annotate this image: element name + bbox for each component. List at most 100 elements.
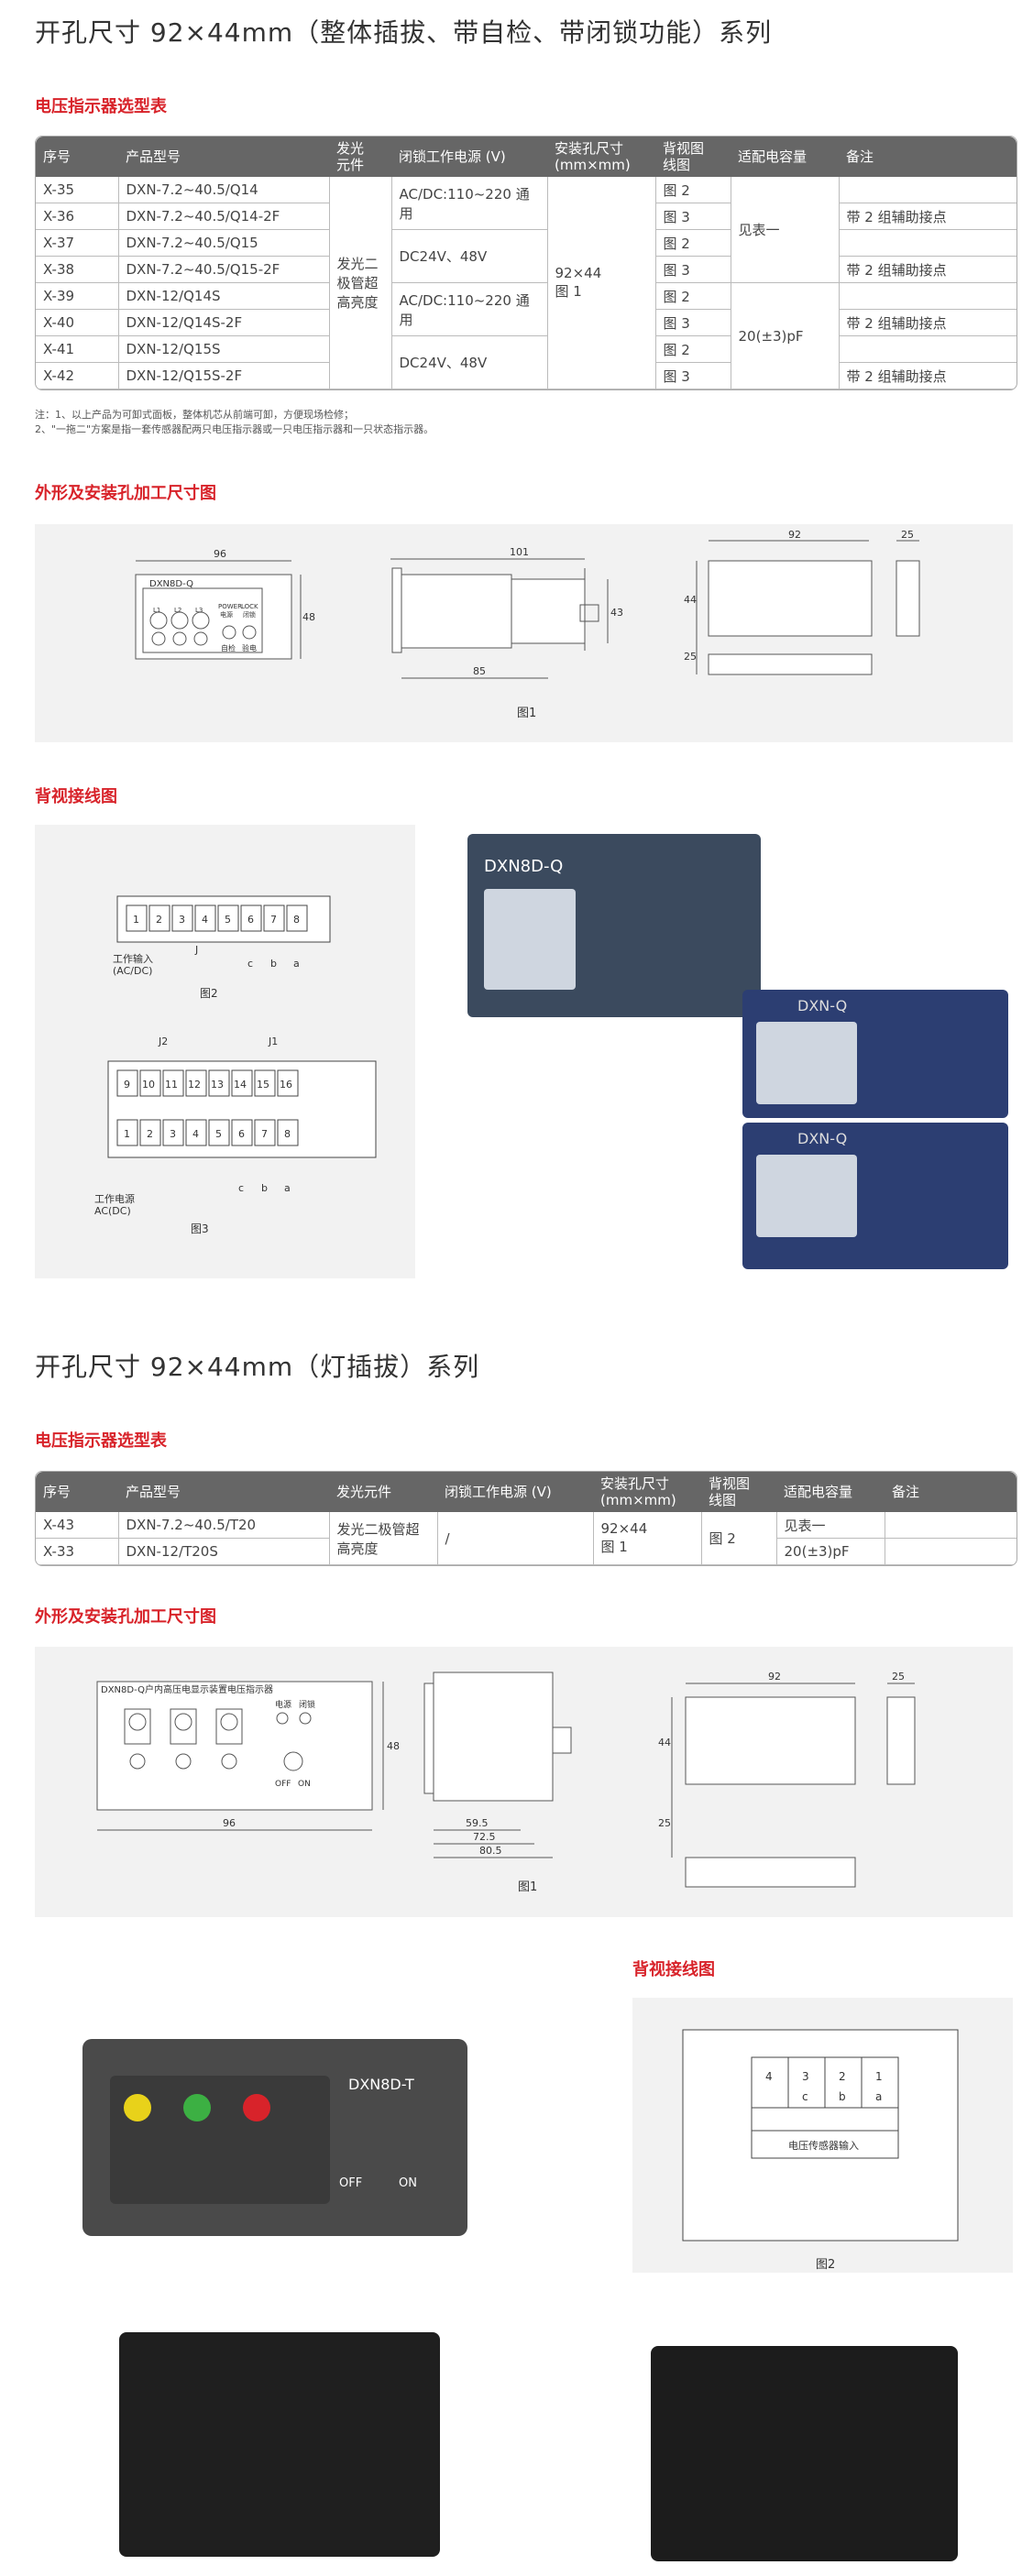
label-l2: L2 xyxy=(174,607,181,614)
svg-text:11: 11 xyxy=(165,1079,178,1091)
fig1-caption-2: 图1 xyxy=(518,1880,537,1894)
table1-header: 备注 xyxy=(839,137,1017,177)
power-ac: AC/DC:110~220 通用 xyxy=(390,282,547,336)
svg-text:2: 2 xyxy=(147,1128,153,1140)
row-wiring: 图 2 xyxy=(654,282,731,310)
capacity: 20(±3)pF xyxy=(730,282,839,389)
row-no: X-38 xyxy=(36,256,118,283)
power-dc: DC24V、48V xyxy=(390,335,547,389)
dim-48: 48 xyxy=(302,611,315,623)
capacity: 20(±3)pF xyxy=(775,1538,885,1565)
row-no: X-35 xyxy=(36,177,118,203)
label-l3: L3 xyxy=(195,607,203,614)
row-wiring: 图 3 xyxy=(654,362,731,389)
dimension-drawings-1: 96 48 DXN8D-Q POWER LOCK 电源 闭锁 自检 验电 L1 … xyxy=(135,529,920,720)
wiring: 图 2 xyxy=(700,1512,776,1565)
svg-text:1: 1 xyxy=(124,1128,130,1140)
svg-text:6: 6 xyxy=(238,1128,245,1140)
dim-25a: 25 xyxy=(901,529,914,541)
selection-table-2: 序号产品型号发光元件闭锁工作电源 (V)安装孔尺寸 (mm×mm)背视图 线图适… xyxy=(35,1471,1017,1566)
hole-size: 92×44 图 1 xyxy=(546,177,655,389)
dim2-44: 44 xyxy=(658,1737,671,1748)
table2-header: 产品型号 xyxy=(118,1472,329,1512)
svg-text:c: c xyxy=(802,2090,808,2103)
product-photo-dxn8d-q: DXN8D-Q xyxy=(467,834,761,1017)
table2-header: 序号 xyxy=(36,1472,118,1512)
section2-wiring-title: 背视接线图 xyxy=(632,1960,715,1979)
table1-header: 发光 元件 xyxy=(329,137,391,177)
fig1-caption: 图1 xyxy=(517,707,536,720)
hole-size: 92×44 图 1 xyxy=(592,1512,701,1565)
product-photo-back xyxy=(119,2332,440,2557)
dim-101: 101 xyxy=(510,546,529,558)
dimension-drawings-2: DXN8D-Q户内高压电显示装置电压指示器 电源 闭锁 OFF ON 48 96… xyxy=(96,1671,916,1894)
table2-header: 发光元件 xyxy=(329,1472,437,1512)
dim2-805: 80.5 xyxy=(479,1845,502,1857)
front-power: POWER xyxy=(218,603,242,610)
row-wiring: 图 3 xyxy=(654,256,731,283)
dim2-725: 72.5 xyxy=(473,1831,496,1843)
svg-text:12: 12 xyxy=(188,1079,201,1091)
product-photo-dxn-q-2: DXN-Q xyxy=(742,1123,1008,1269)
row-remark: 带 2 组辅助接点 xyxy=(838,362,1017,389)
section1-title: 开孔尺寸 92×44mm（整体插拔、带自检、带闭锁功能）系列 xyxy=(35,17,773,48)
label-j1: J1 xyxy=(268,1036,278,1047)
photo-label-dxn8d-t: DXN8D-T xyxy=(348,2076,414,2093)
note-2: 2、"一拖二"方案是指一套传感器配两只电压指示器或一只电压指示器和一只状态指示器… xyxy=(35,423,434,435)
table1-header: 闭锁工作电源 (V) xyxy=(391,137,547,177)
row-remark xyxy=(838,335,1017,363)
svg-text:2: 2 xyxy=(156,914,162,926)
dim-85: 85 xyxy=(473,665,486,677)
table2-header: 闭锁工作电源 (V) xyxy=(437,1472,593,1512)
row-model: DXN-7.2~40.5/Q14 xyxy=(117,177,329,203)
row-wiring: 图 3 xyxy=(654,203,731,230)
row-remark: 带 2 组辅助接点 xyxy=(838,203,1017,230)
dim2-92: 92 xyxy=(768,1671,781,1683)
front2-lock-cn: 闭锁 xyxy=(299,1699,315,1710)
front-label: DXN8D-Q xyxy=(149,579,193,589)
svg-text:9: 9 xyxy=(124,1079,130,1091)
note-1: 注：1、以上产品为可卸式面板，整体机芯从前端可卸，方便现场检修； xyxy=(35,409,354,421)
svg-text:1: 1 xyxy=(875,2070,883,2083)
row-no: X-40 xyxy=(36,309,118,336)
section2-table-title: 电压指示器选型表 xyxy=(35,1431,167,1451)
row-model: DXN-12/Q15S xyxy=(117,335,329,363)
svg-text:3: 3 xyxy=(179,914,185,926)
photo-off: OFF xyxy=(339,2176,363,2190)
dim-25b: 25 xyxy=(684,651,697,663)
row-remark xyxy=(838,282,1017,310)
section1-table-title: 电压指示器选型表 xyxy=(35,97,167,116)
row-no: X-37 xyxy=(36,229,118,257)
svg-text:5: 5 xyxy=(225,914,231,926)
svg-text:1: 1 xyxy=(133,914,139,926)
row-no: X-39 xyxy=(36,282,118,310)
row-remark: 带 2 组辅助接点 xyxy=(838,309,1017,336)
svg-text:a: a xyxy=(875,2090,882,2103)
row-no: X-36 xyxy=(36,203,118,230)
dim2-48: 48 xyxy=(387,1740,400,1752)
svg-text:8: 8 xyxy=(284,1128,291,1140)
power-dc: DC24V、48V xyxy=(390,229,547,283)
label-j2: J2 xyxy=(158,1036,168,1047)
svg-text:10: 10 xyxy=(142,1079,155,1091)
svg-text:3: 3 xyxy=(802,2070,809,2083)
sensor-input: 电压传感器输入 xyxy=(788,2139,859,2152)
svg-text:a: a xyxy=(284,1182,291,1194)
front-lock-cn: 闭锁 xyxy=(243,610,256,619)
svg-text:c: c xyxy=(238,1182,244,1194)
photo-label-2: DXN-Q xyxy=(797,997,848,1014)
row-model: DXN-7.2~40.5/Q15 xyxy=(117,229,329,257)
fig2-caption: 图2 xyxy=(200,987,218,1000)
power: / xyxy=(436,1512,593,1565)
row-model: DXN-7.2~40.5/Q15-2F xyxy=(117,256,329,283)
row-no: X-41 xyxy=(36,335,118,363)
